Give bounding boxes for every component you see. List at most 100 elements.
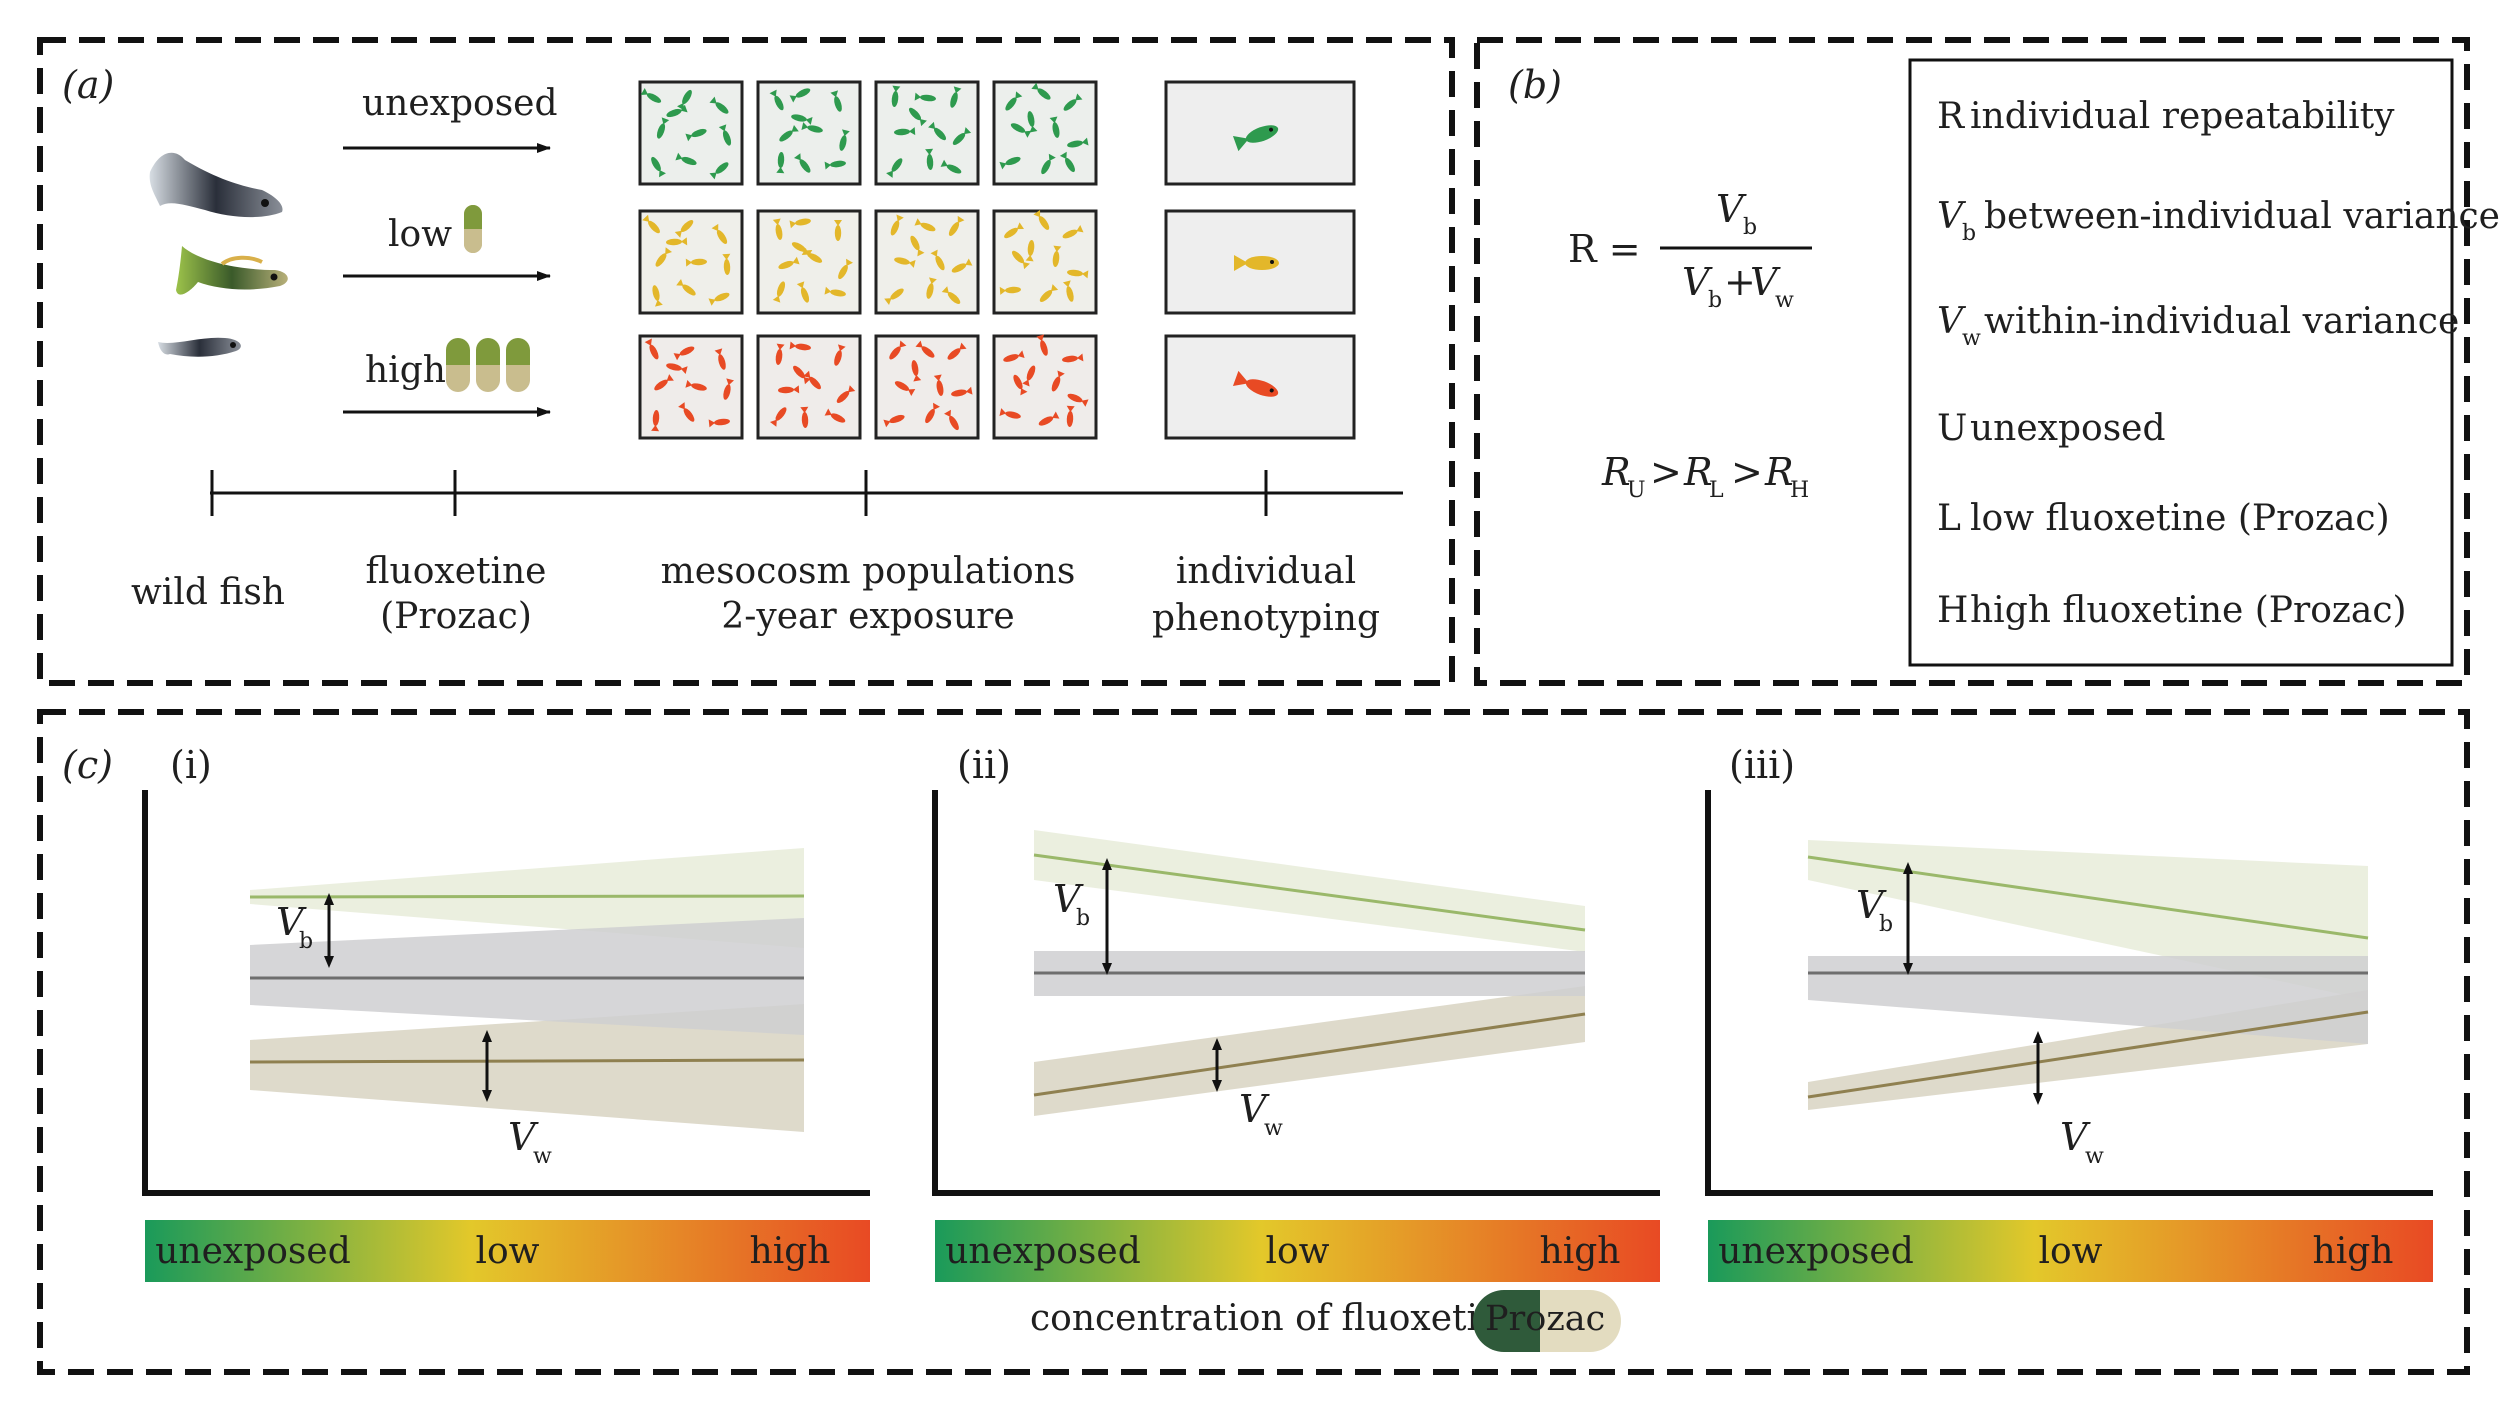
fish-icon: [915, 340, 935, 358]
vw-label: V: [2060, 1115, 2091, 1159]
formula-denominator-v2: V: [1750, 260, 1781, 304]
fish-icon: [1033, 209, 1050, 230]
fish-icon: [769, 407, 787, 427]
fish-icon: [685, 258, 707, 267]
concentration-gradient-bar: [935, 1220, 1660, 1282]
fish-icon: [999, 286, 1021, 295]
fish-icon: [1013, 374, 1028, 396]
fish-icon: [1022, 365, 1036, 387]
fish-icon: [655, 247, 673, 267]
gradient-label: low: [2038, 1231, 2102, 1272]
fish-icon: [951, 258, 973, 273]
bottom-mean-line: [1807, 1010, 2369, 1099]
mesocosm-tank: [638, 80, 744, 186]
fish-icon: [952, 127, 972, 146]
mesocosm-tank: [992, 80, 1098, 186]
fish-icon: [1062, 225, 1084, 239]
timeline-label-wild-fish: wild fish: [131, 572, 285, 613]
fish-icon: [914, 218, 936, 232]
fish-icon: [925, 148, 934, 170]
subplot-axes: [932, 790, 1660, 1196]
ineq-sub-h: H: [1790, 478, 1809, 503]
formula-plus: +: [1724, 260, 1756, 304]
panel-frames: [37, 37, 2470, 1375]
fish-icon: [800, 406, 809, 428]
treatment-label-low: low: [388, 214, 452, 255]
fish-icon: [791, 114, 813, 125]
fish-icon: [1234, 255, 1279, 271]
fish-icon: [772, 281, 786, 303]
timeline-label-fluoxetine: fluoxetine: [366, 551, 547, 592]
fish-icon: [714, 348, 726, 370]
legend-subscript: b: [1962, 221, 1976, 246]
bottom-variance-band: [1034, 986, 1585, 1116]
fish-icon: [951, 386, 973, 397]
formula-numerator: V: [1716, 187, 1747, 231]
legend-symbol: L: [1937, 498, 1961, 539]
fish-icon: [947, 342, 967, 360]
ineq-r2: R: [1683, 450, 1713, 494]
fish-icon: [1036, 334, 1048, 356]
fish-icon: [776, 152, 785, 174]
fish-icon: [673, 346, 695, 361]
timeline-label-individual: individual: [1176, 551, 1356, 592]
fish-icon: [1062, 280, 1074, 302]
fish-icon: [793, 153, 811, 173]
fish-icon: [778, 256, 800, 270]
fish-icon: [1062, 353, 1084, 363]
mesocosm-tank: [874, 334, 980, 440]
formula-numerator-sub: b: [1743, 215, 1757, 240]
fish-icon: [824, 408, 846, 423]
legend-symbol: U: [1937, 408, 1967, 449]
repeatability-formula: R = V b V b + V w: [1568, 187, 1812, 313]
panel-b-frame: [1474, 37, 2470, 686]
vw-subscript: w: [533, 1144, 552, 1169]
fish-icon: [803, 370, 821, 390]
vw-label: V: [508, 1115, 539, 1159]
timeline-label-prozac: (Prozac): [380, 596, 532, 637]
bottom-variance-band: [250, 1004, 804, 1132]
fish-icon: [708, 418, 730, 428]
vb-subscript: b: [1879, 912, 1893, 937]
fish-icon: [1232, 125, 1279, 152]
fish-icon: [1005, 91, 1023, 111]
gradient-label: unexposed: [1718, 1231, 1914, 1272]
fish-icon: [801, 122, 823, 133]
legend-symbol: V: [1937, 196, 1967, 237]
legend-subscript: w: [1962, 326, 1981, 351]
fish-icon: [999, 156, 1021, 170]
ineq-gt2: >: [1731, 450, 1763, 494]
fish-icon: [894, 127, 916, 136]
fish-icon: [933, 374, 944, 396]
ineq-r1: R: [1601, 450, 1631, 494]
mesocosm-tank: [638, 209, 744, 315]
fish-icon: [928, 121, 947, 141]
fish-icon: [910, 235, 925, 257]
ineq-r3: R: [1764, 450, 1794, 494]
legend-text: high fluoxetine (Prozac): [1970, 590, 2407, 631]
fish-icon: [651, 156, 666, 178]
fish-icon: [1027, 111, 1038, 133]
ineq-gt1: >: [1650, 450, 1682, 494]
fish-icon: [769, 89, 784, 111]
vb-label: V: [1053, 877, 1084, 921]
fish-icon: [789, 341, 811, 351]
vw-label: V: [1239, 1087, 1270, 1131]
gradient-label: unexposed: [155, 1231, 351, 1272]
fish-icon: [839, 129, 850, 151]
formula-denominator-sub1: b: [1708, 288, 1722, 313]
legend-symbol: V: [1937, 301, 1967, 342]
fish-icon: [914, 92, 936, 102]
fish-icon: [926, 277, 937, 299]
fish-icon: [1067, 269, 1089, 279]
formula-denominator-sub2: w: [1775, 288, 1794, 313]
fish-icon: [685, 128, 707, 142]
fish-icon: [1232, 370, 1279, 397]
fish-icon: [908, 107, 927, 127]
fish-icon: [1031, 82, 1051, 100]
fish-icon: [894, 257, 916, 268]
